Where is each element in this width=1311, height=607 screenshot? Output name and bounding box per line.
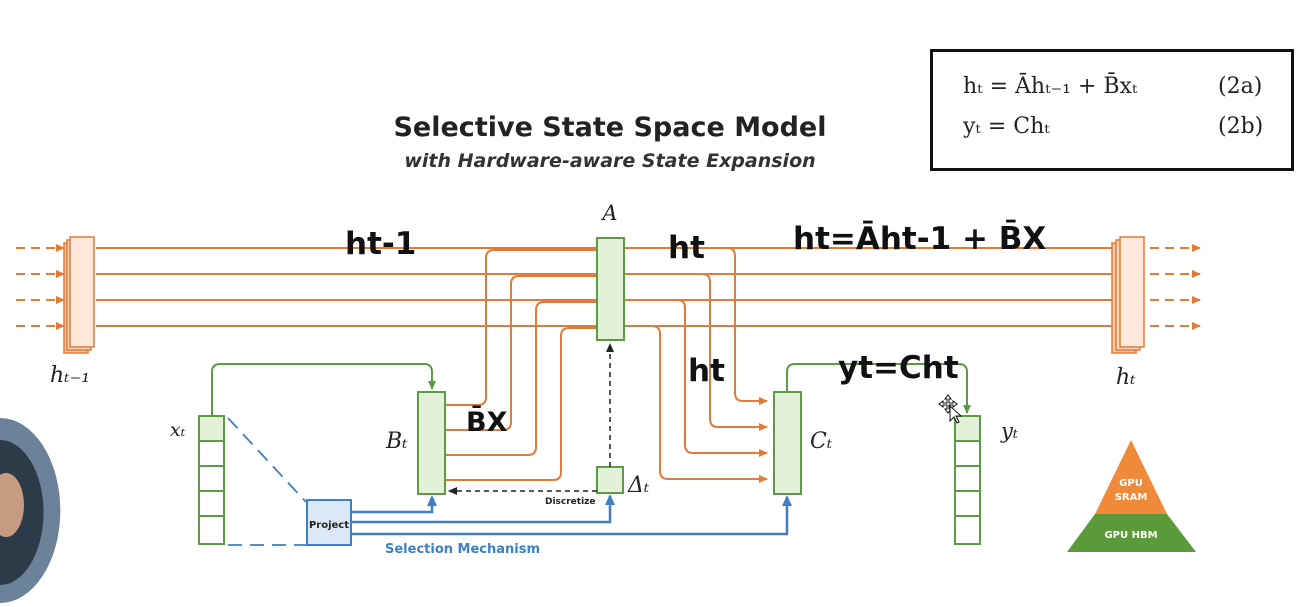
pyramid-bottom-label: GPU HBM <box>1104 530 1157 541</box>
equation-box: hₜ = Āhₜ₋₁ + B̄xₜ (2a) yₜ = Chₜ (2b) <box>930 49 1294 171</box>
label-discretize: Discretize <box>545 497 596 507</box>
label-b-t: Bₜ <box>385 429 408 454</box>
label-delta-t: Δₜ <box>627 473 650 498</box>
h-t-block <box>1111 236 1145 354</box>
pyramid-sram <box>1095 440 1167 514</box>
state-input-arrows <box>16 244 65 330</box>
label-a: A <box>600 201 617 225</box>
b-to-a-paths <box>445 249 597 481</box>
pyramid-top-line1: GPU <box>1119 478 1143 489</box>
handwritten-annotations: ht-1 ht ht=Āht-1 + B̄X ht yt=Cht B̄X <box>345 220 1046 438</box>
gpu-pyramid: GPU SRAM GPU HBM <box>1067 440 1196 552</box>
x-t-vector <box>198 415 225 545</box>
pyramid-hbm <box>1067 514 1196 552</box>
equation-2b: yₜ = Chₜ <box>963 114 1050 139</box>
label-c-t: Cₜ <box>810 429 833 454</box>
move-cursor-icon <box>938 394 963 424</box>
annotation-ht-1: ht-1 <box>345 226 416 262</box>
h-prev-block <box>63 236 95 354</box>
equation-2b-number: (2b) <box>1218 114 1264 139</box>
label-y-t: yₜ <box>1000 419 1018 443</box>
delta-block <box>596 466 624 494</box>
annotation-ht-top: ht <box>668 230 705 266</box>
project-block <box>306 499 352 546</box>
c-to-y-arrow <box>786 363 971 414</box>
state-output-arrows <box>1150 244 1201 330</box>
x-to-b-arrow <box>211 363 436 416</box>
a-block <box>596 237 625 341</box>
label-x-t: xₜ <box>170 419 186 441</box>
webcam-overlay <box>0 418 61 603</box>
pyramid-top-line2: SRAM <box>1115 492 1148 503</box>
equation-2a-number: (2a) <box>1218 74 1263 99</box>
annotation-bx: B̄X <box>466 405 508 438</box>
a-to-c-paths <box>624 247 768 483</box>
label-h-t: hₜ <box>1116 365 1136 390</box>
diagram-subtitle: with Hardware-aware State Expansion <box>404 150 816 172</box>
selection-arrows <box>351 494 792 536</box>
label-h-prev: hₜ₋₁ <box>50 363 90 388</box>
equation-2a: hₜ = Āhₜ₋₁ + B̄xₜ <box>963 74 1138 99</box>
annotation-yt-equation: yt=Cht <box>838 350 959 386</box>
diagram-title: Selective State Space Model <box>393 112 827 143</box>
y-t-vector <box>954 415 981 545</box>
b-t-block <box>417 391 446 495</box>
projection-dashes <box>227 417 307 546</box>
annotation-ht-equation: ht=Āht-1 + B̄X <box>793 220 1046 257</box>
label-selection-mechanism: Selection Mechanism <box>385 542 540 557</box>
label-project: Project <box>309 520 349 531</box>
annotation-ht-mid: ht <box>688 353 725 389</box>
c-t-block <box>773 391 802 495</box>
